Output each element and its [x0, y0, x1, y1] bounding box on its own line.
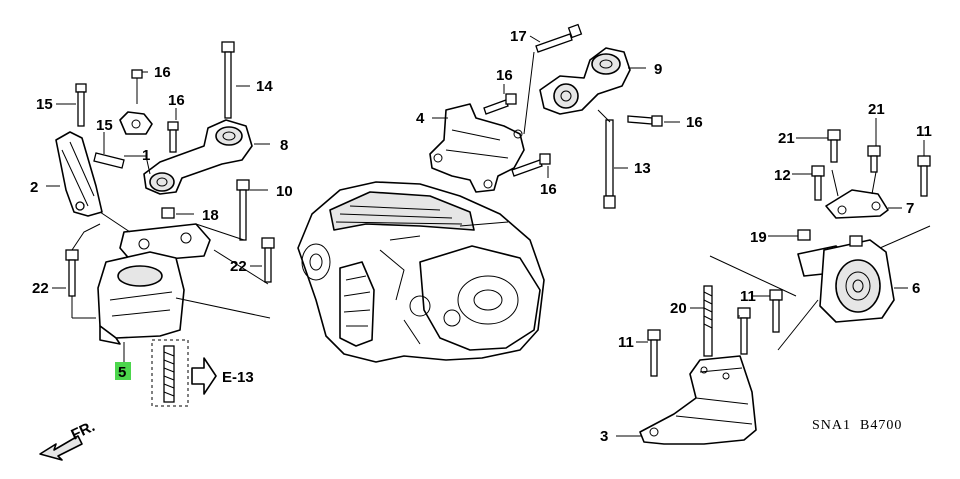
callout-16-upper: 16: [496, 67, 513, 84]
callout-18: 18: [202, 207, 219, 224]
engine-assembly: [297, 181, 545, 363]
section-reference-label: E-13: [222, 369, 254, 386]
stud-callout-box: [151, 339, 189, 407]
callout-16-right: 16: [686, 114, 703, 131]
mount-5-body: [97, 251, 185, 339]
callout-leaders: [46, 35, 925, 437]
callout-2: 2: [30, 179, 38, 196]
front-arrow-icon: [39, 435, 83, 461]
callout-9: 9: [654, 61, 662, 78]
callout-10: 10: [276, 183, 293, 200]
engine-valve-cover: [329, 191, 475, 231]
callout-15-lower: 15: [96, 117, 113, 134]
left-mount-assembly: [55, 41, 275, 407]
front-label: FR.: [69, 418, 98, 444]
bracket-2-shape: [55, 131, 103, 217]
callout-8: 8: [280, 137, 288, 154]
callout-16-bracket: 16: [154, 64, 171, 81]
callout-numbers: 1 2 3 4 5 6 7 8 9 10 11 11 11 12 13 14 1…: [30, 28, 932, 445]
callout-11-left: 11: [618, 334, 634, 351]
callout-22-right: 22: [230, 258, 247, 275]
callout-1: 1: [142, 147, 150, 164]
callout-15-top: 15: [36, 96, 53, 113]
callout-11-center: 11: [740, 288, 756, 305]
callout-21-left: 21: [778, 130, 795, 147]
upper-mount-assembly: [429, 23, 663, 209]
callout-5: 5: [118, 364, 126, 381]
callout-16-rod: 16: [168, 92, 185, 109]
callout-14: 14: [256, 78, 273, 95]
reference-arrow: [191, 357, 217, 395]
callout-6: 6: [912, 280, 920, 297]
bracket-7-shape: [825, 189, 889, 219]
transmission-case: [419, 245, 541, 351]
callout-13: 13: [634, 160, 651, 177]
callout-21-right: 21: [868, 101, 885, 118]
bracket-1-shape: [119, 111, 153, 135]
diagram-code: SNA1 B4700: [812, 418, 902, 433]
callout-12: 12: [774, 167, 791, 184]
callout-11-far-right: 11: [916, 123, 932, 140]
callout-19: 19: [750, 229, 767, 246]
callout-20: 20: [670, 300, 687, 317]
callout-7: 7: [906, 200, 914, 217]
front-direction-indicator: FR.: [39, 418, 98, 461]
bracket-4-shape: [429, 103, 525, 193]
right-mount-assembly: [639, 129, 931, 445]
callout-22-left: 22: [32, 280, 49, 297]
callout-16-lower: 16: [540, 181, 557, 198]
catalytic-converter: [339, 261, 375, 347]
callout-5-highlight: [115, 362, 131, 380]
callout-17: 17: [510, 28, 527, 45]
callout-3: 3: [600, 428, 608, 445]
callout-4: 4: [416, 110, 425, 127]
